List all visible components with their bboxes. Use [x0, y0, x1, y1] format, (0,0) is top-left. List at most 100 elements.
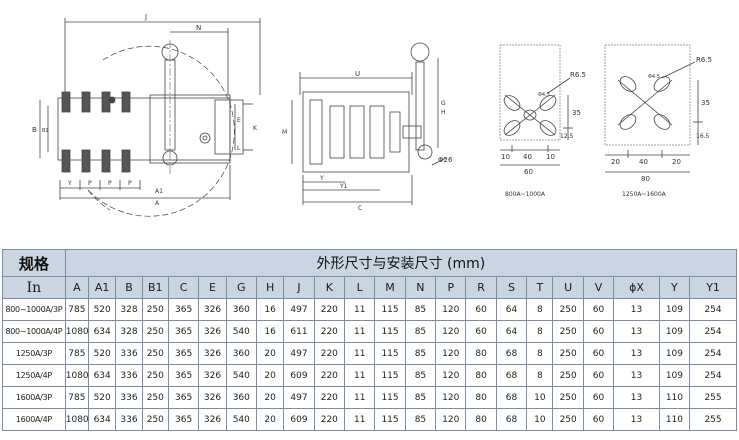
value-cell: 360	[225, 386, 257, 409]
dim-label: P	[88, 180, 92, 187]
model-cell: 1250A/4P	[2, 364, 66, 387]
value-cell: 540	[225, 408, 257, 431]
value-cell: 365	[167, 320, 200, 343]
column-header: R	[465, 276, 497, 299]
side-view	[291, 42, 447, 205]
value-cell: 85	[404, 342, 437, 365]
value-cell: 1080	[64, 320, 90, 343]
value-cell: 115	[374, 342, 406, 365]
value-cell: 254	[689, 298, 737, 321]
model-cell: 800~1000A/4P	[2, 320, 66, 343]
dim-label: N	[196, 24, 201, 32]
mount-pattern-small	[499, 44, 573, 166]
value-cell: 68	[495, 364, 528, 387]
value-cell: 13	[613, 342, 660, 365]
dim-label: R6.5	[570, 71, 586, 79]
value-cell: 611	[283, 320, 315, 343]
value-cell: 336	[115, 386, 143, 409]
table-title: 外形尺寸与安装尺寸 (mm)	[64, 249, 738, 277]
column-header: Y1	[689, 276, 737, 299]
value-cell: 60	[582, 386, 615, 409]
dim-label: H	[441, 109, 446, 116]
mount-large-labels: R6.5 Φ4.5 35 16.5 20 40 20 80 1250A~1600…	[611, 56, 712, 198]
value-cell: 85	[404, 408, 437, 431]
value-cell: 109	[658, 320, 691, 343]
value-cell: 13	[613, 408, 660, 431]
dim-label: L	[237, 145, 241, 152]
value-cell: 254	[689, 320, 737, 343]
value-cell: 326	[198, 320, 227, 343]
value-cell: 60	[582, 342, 615, 365]
value-cell: 109	[658, 364, 691, 387]
value-cell: 609	[283, 364, 315, 387]
value-cell: 110	[658, 386, 691, 409]
value-cell: 326	[198, 364, 227, 387]
value-cell: 115	[374, 320, 406, 343]
value-cell: 85	[404, 320, 437, 343]
value-cell: 365	[167, 342, 200, 365]
value-cell: 11	[344, 386, 376, 409]
dim-label: U	[355, 70, 360, 78]
dim-label: 35	[572, 109, 581, 117]
value-cell: 11	[344, 342, 376, 365]
value-cell: 250	[552, 320, 584, 343]
value-cell: 109	[658, 342, 691, 365]
dim-label: K	[253, 125, 258, 132]
value-cell: 785	[64, 342, 90, 365]
value-cell: 85	[404, 298, 437, 321]
column-header: E	[198, 276, 227, 299]
dim-label: A1	[155, 188, 163, 195]
column-header: B	[115, 276, 143, 299]
value-cell: 634	[88, 364, 117, 387]
dim-label: G	[441, 100, 446, 107]
column-header: J	[283, 276, 315, 299]
value-cell: 11	[344, 320, 376, 343]
value-cell: 68	[495, 386, 528, 409]
column-header: V	[582, 276, 615, 299]
value-cell: 60	[582, 408, 615, 431]
value-cell: 336	[115, 408, 143, 431]
value-cell: 85	[404, 386, 437, 409]
value-cell: 68	[495, 408, 528, 431]
dim-label: Y	[67, 180, 72, 187]
value-cell: 220	[313, 298, 346, 321]
value-cell: 250	[552, 364, 584, 387]
value-cell: 336	[115, 364, 143, 387]
dim-label: 10	[501, 153, 510, 161]
value-cell: 328	[115, 298, 143, 321]
value-cell: 60	[465, 320, 497, 343]
value-cell: 80	[465, 386, 497, 409]
value-cell: 785	[64, 298, 90, 321]
front-view-labels: J N B B1 Y P P P A1 A E L K	[32, 13, 258, 207]
value-cell: 220	[313, 386, 346, 409]
value-cell: 10	[526, 386, 554, 409]
front-view	[39, 18, 261, 217]
value-cell: 634	[88, 320, 117, 343]
mount-pattern-large	[604, 44, 703, 173]
dim-label: Φ26	[438, 156, 453, 164]
column-header: L	[344, 276, 376, 299]
dim-label: E	[237, 117, 241, 124]
value-cell: 326	[198, 342, 227, 365]
value-cell: 8	[526, 298, 554, 321]
mount-caption: 800A~1000A	[505, 191, 546, 198]
value-cell: 250	[552, 342, 584, 365]
value-cell: 120	[435, 386, 467, 409]
value-cell: 10	[526, 408, 554, 431]
value-cell: 250	[552, 408, 584, 431]
dim-label: B1	[42, 128, 49, 134]
value-cell: 13	[613, 364, 660, 387]
side-view-labels: U M G H Y Y1 C Φ26	[282, 70, 453, 212]
model-cell: 1250A/3P	[2, 342, 66, 365]
value-cell: 120	[435, 320, 467, 343]
value-cell: 250	[552, 386, 584, 409]
value-cell: 634	[88, 408, 117, 431]
dim-label: Y1	[339, 183, 348, 190]
dim-label: J	[144, 13, 147, 21]
value-cell: 8	[526, 364, 554, 387]
dim-label: 20	[672, 158, 681, 166]
